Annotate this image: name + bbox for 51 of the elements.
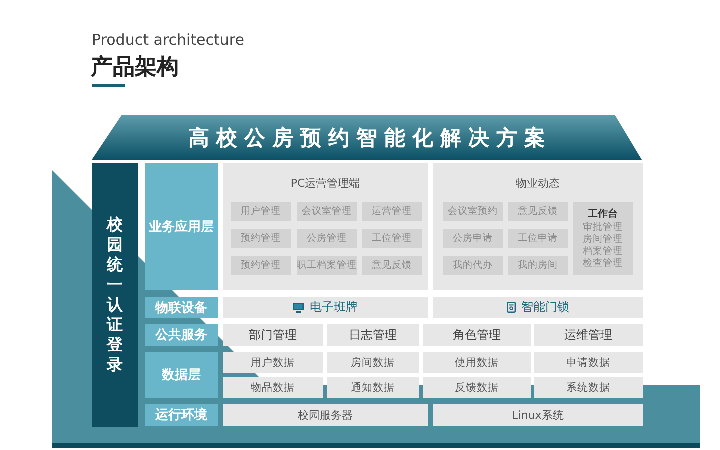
vertical-banner: 校园统一认证登录: [92, 163, 138, 427]
data-box: 使用数据: [423, 352, 531, 373]
workbench-item: 检查管理: [583, 258, 623, 270]
workbench-item: 审批管理: [583, 222, 623, 234]
service-box: 角色管理: [423, 324, 531, 346]
layer-label: 公共服务: [145, 324, 218, 346]
data-box: 物品数据: [223, 377, 323, 398]
device-box: [223, 297, 428, 318]
device-box: [433, 297, 643, 318]
service-box: 运维管理: [534, 324, 643, 346]
layer-label: 运行环境: [145, 404, 218, 426]
device-name: 电子班牌: [310, 299, 358, 316]
data-box: 申请数据: [534, 352, 643, 373]
feature-box: 工位管理: [362, 229, 422, 248]
feature-box: 运营管理: [362, 202, 422, 221]
data-box: 反馈数据: [423, 377, 531, 398]
layer-label: 物联设备: [145, 297, 218, 318]
workbench-item: 档案管理: [583, 246, 623, 258]
service-box: 日志管理: [327, 324, 419, 346]
heading: 产品架构: [91, 54, 179, 82]
platform-box: 校园服务器: [223, 404, 428, 426]
layer-label: 业务应用层: [145, 163, 218, 290]
panel-title: 物业动态: [516, 176, 560, 191]
feature-box: 会议室预约: [443, 202, 503, 221]
data-box: 通知数据: [327, 377, 419, 398]
module-panel: [223, 163, 428, 290]
feature-box: 预约管理: [231, 256, 291, 275]
workbench-title: 工作台: [588, 208, 618, 222]
module-panel: [433, 163, 643, 290]
device-name: 智能门锁: [522, 299, 570, 316]
service-box: 部门管理: [223, 324, 323, 346]
panel-title: PC运营管理端: [290, 176, 360, 191]
data-box: 系统数据: [534, 377, 643, 398]
platform-box: Linux系统: [433, 404, 643, 426]
feature-box: 职工档案管理: [297, 256, 357, 275]
data-box: 用户数据: [223, 352, 323, 373]
feature-box: 工位申请: [508, 229, 568, 248]
feature-box: 我的房间: [508, 256, 568, 275]
workbench-item: 房间管理: [583, 234, 623, 246]
feature-box: 意见反馈: [362, 256, 422, 275]
roof-banner: 高校公房预约智能化解决方案: [92, 115, 642, 160]
feature-box: 意见反馈: [508, 202, 568, 221]
feature-box: 公房申请: [443, 229, 503, 248]
feature-box: 用户管理: [231, 202, 291, 221]
layer-label: 数据层: [145, 352, 218, 398]
subtitle: Product architecture: [92, 31, 244, 49]
feature-box: 我的代办: [443, 256, 503, 275]
feature-box: 会议室管理: [297, 202, 357, 221]
feature-box: 公房管理: [297, 229, 357, 248]
feature-box: 预约管理: [231, 229, 291, 248]
data-box: 房间数据: [327, 352, 419, 373]
